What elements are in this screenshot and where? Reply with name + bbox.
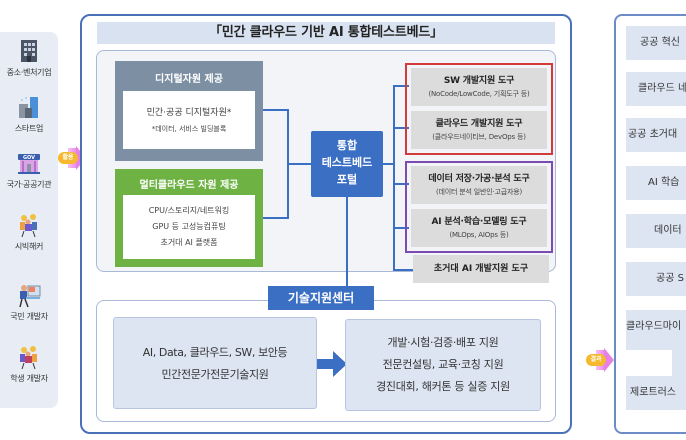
connector [263, 217, 289, 219]
support-service-line: 전문컨설팅, 교육·코칭 지원 [382, 358, 504, 371]
gov-building-icon: GOV [18, 154, 40, 174]
ai-modeling-tool[interactable]: AI 분석·학습·모델링 도구 (MLOps, AIOps 등) [411, 209, 547, 247]
result-badge: 결과 [586, 354, 606, 366]
arrow-right-icon [604, 348, 614, 372]
digital-resources-note: *데이터, 서비스 빌딩블록 [151, 125, 227, 133]
tech-support-section: AI, Data, 클라우드, SW, 보안등 민간전문가전문기술지원 개발·시… [96, 300, 556, 422]
development-tools-group: SW 개발지원 도구 (NoCode/LowCode, 기획도구 등) 클라우드… [405, 63, 553, 155]
user-label: 국민 개발자 [10, 312, 48, 321]
connector [393, 269, 413, 271]
connector [287, 163, 311, 165]
user-groups-panel: 중소·벤처기업 스타트업 GOV 국가·공공기관 시빅해커 [0, 32, 58, 408]
sw-dev-tool[interactable]: SW 개발지원 도구 (NoCode/LowCode, 기획도구 등) [411, 68, 547, 106]
multicloud-line: 초거대 AI 플랫폼 [160, 238, 218, 247]
result-item: 클라우드마이 [626, 310, 686, 350]
connector [393, 85, 395, 271]
digital-resources-line: 민간·공공 디지털자원* [146, 108, 232, 118]
user-label: 국가·공공기관 [6, 180, 52, 189]
user-student-developer: 학생 개발자 [0, 344, 58, 384]
result-item: AI 학습 [626, 166, 686, 200]
multicloud-content: CPU/스토리지/네트워킹 GPU 등 고성능컴퓨팅 초거대 AI 플랫폼 [123, 195, 255, 259]
tool-title: AI 분석·학습·모델링 도구 [431, 217, 527, 227]
portal-line: 통합 [336, 139, 358, 152]
connector [393, 227, 409, 229]
integrated-testbed-portal[interactable]: 통합 테스트베드 포털 [311, 131, 383, 197]
svg-text:GOV: GOV [23, 155, 35, 161]
portal-line: 테스트베드 [321, 156, 373, 169]
user-label: 중소·벤처기업 [6, 68, 52, 77]
data-ai-tools-group: 데이터 저장·가공·분석 도구 (데이터 분석 일반인·고급자용) AI 분석·… [405, 161, 553, 253]
result-item: 데이터 [626, 214, 686, 248]
user-citizen-developer: 국민 개발자 [0, 282, 58, 322]
cloud-dev-tool[interactable]: 클라우드 개발지원 도구 (클라우드네이티브, DevOps 등) [411, 111, 547, 149]
results-panel: 공공 혁신 클라우드 네 공공 초거대 AI 학습 데이터 공공 S 클라우드마… [614, 14, 686, 434]
arrow-right-icon [317, 351, 347, 377]
expert-support-line: AI, Data, 클라우드, SW, 보안등 [142, 346, 288, 359]
tool-title: 클라우드 개발지원 도구 [435, 119, 523, 129]
expert-support-line: 민간전문가전문기술지원 [161, 368, 269, 381]
digital-resources-content: 민간·공공 디지털자원* *데이터, 서비스 빌딩블록 [123, 91, 255, 149]
support-service-line: 경진대회, 해커톤 등 실증 지원 [376, 380, 510, 393]
connector [393, 183, 409, 185]
developer-at-computer-icon [19, 285, 41, 308]
platform-section: 디지털자원 제공 민간·공공 디지털자원* *데이터, 서비스 빌딩블록 멀티클… [96, 50, 556, 287]
multicloud-box: 멀티클라우드 자원 제공 CPU/스토리지/네트워킹 GPU 등 고성능컴퓨팅 … [115, 169, 263, 267]
result-item: 클라우드 네 [626, 72, 686, 106]
office-building-icon [21, 40, 37, 62]
result-item-connector [672, 350, 686, 376]
multicloud-heading: 멀티클라우드 자원 제공 [139, 180, 239, 191]
user-label: 시빅해커 [14, 242, 44, 251]
tech-support-center-label: 기술지원센터 [268, 286, 374, 310]
connector [383, 163, 395, 165]
testbed-frame: 「민간 클라우드 기반 AI 통합테스트베드」 디지털자원 제공 민간·공공 디… [80, 14, 572, 434]
tool-subtitle: (클라우드네이티브, DevOps 등) [432, 133, 526, 141]
use-badge: 활용 [58, 152, 78, 164]
tool-subtitle: (데이터 분석 일반인·고급자용) [435, 188, 523, 196]
connector [263, 109, 289, 111]
portal-line: 포털 [336, 173, 358, 186]
multicloud-line: CPU/스토리지/네트워킹 [148, 206, 230, 215]
expert-support-box: AI, Data, 클라우드, SW, 보안등 민간전문가전문기술지원 [113, 317, 317, 409]
result-arrow: 결과 [586, 348, 614, 372]
data-analysis-tool[interactable]: 데이터 저장·가공·분석 도구 (데이터 분석 일반인·고급자용) [411, 166, 547, 204]
result-item: 공공 S [626, 262, 686, 296]
people-group-icon [20, 214, 37, 238]
tool-title: 데이터 저장·가공·분석 도구 [428, 174, 530, 184]
user-sme: 중소·벤처기업 [0, 38, 58, 78]
user-civic-hacker: 시빅해커 [0, 212, 58, 252]
tool-title: SW 개발지원 도구 [443, 76, 515, 86]
tool-subtitle: (MLOps, AIOps 등) [449, 231, 509, 239]
user-government: GOV 국가·공공기관 [0, 150, 58, 190]
user-label: 학생 개발자 [10, 374, 48, 383]
support-service-line: 개발·시험·검증·배포 지원 [387, 336, 499, 349]
connector [393, 127, 409, 129]
multicloud-line: GPU 등 고성능컴퓨팅 [152, 222, 226, 231]
support-services-box: 개발·시험·검증·배포 지원 전문컨설팅, 교육·코칭 지원 경진대회, 해커톤… [345, 319, 541, 411]
result-item: 공공 초거대 [626, 118, 686, 152]
result-item: 공공 혁신 [626, 26, 686, 60]
digital-resources-box: 디지털자원 제공 민간·공공 디지털자원* *데이터, 서비스 빌딩블록 [115, 61, 263, 161]
digital-resources-heading: 디지털자원 제공 [155, 74, 223, 85]
connector [346, 197, 348, 287]
city-buildings-icon [19, 97, 38, 118]
tool-subtitle: (NoCode/LowCode, 기획도구 등) [428, 90, 530, 98]
user-startup: 스타트업 [0, 94, 58, 134]
student-group-icon [20, 346, 37, 370]
user-label: 스타트업 [14, 124, 44, 133]
connector [393, 85, 409, 87]
result-item: 제로트러스 [626, 376, 686, 410]
diagram-title: 「민간 클라우드 기반 AI 통합테스트베드」 [97, 22, 555, 44]
hyperscale-ai-tool[interactable]: 초거대 AI 개발지원 도구 [413, 255, 549, 283]
